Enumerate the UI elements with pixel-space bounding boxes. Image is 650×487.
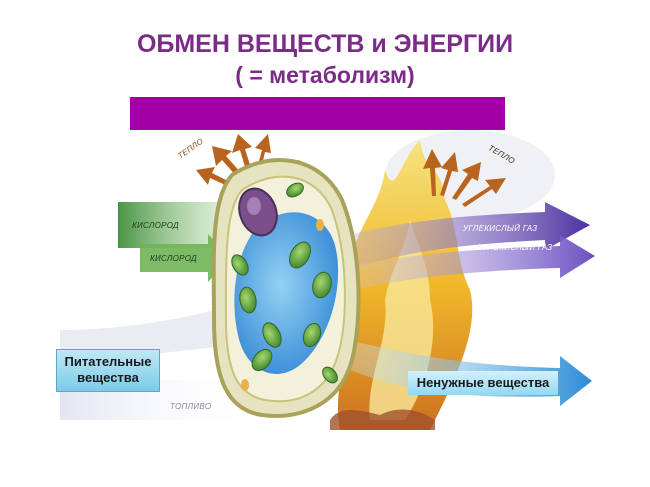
heat-arrows-right (423, 149, 506, 207)
co2-arrow-1 (330, 202, 590, 275)
nutrients-box: Питательные вещества (56, 349, 160, 392)
oxygen-label-2: КИСЛОРОД (150, 254, 197, 263)
page-subtitle: ( = метаболизм) (235, 62, 415, 88)
waste-box: Ненужные вещества (408, 371, 558, 395)
co2-arrow-2 (340, 235, 595, 292)
oxygen-label-1: КИСЛОРОД (132, 221, 179, 230)
fuel-label: ТОПЛИВО (170, 402, 212, 411)
plant-cell (211, 158, 361, 418)
page-title: ОБМЕН ВЕЩЕСТВ и ЭНЕРГИИ (136, 30, 514, 58)
oxygen-arrow-2 (140, 234, 230, 282)
co2-label-1: УГЛЕКИСЛЫЙ ГАЗ (463, 224, 538, 233)
purple-banner (130, 97, 505, 130)
nutrients-arrow (60, 305, 250, 360)
co2-label-2: УГЛЕКИСЛЫЙ ГАЗ (478, 243, 553, 252)
